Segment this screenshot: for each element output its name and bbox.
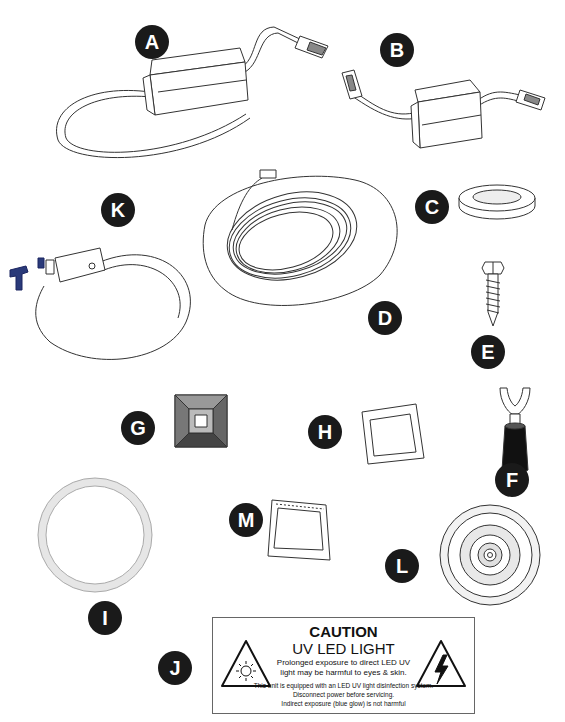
label-text: This unit is equipped with an LED UV lig… xyxy=(217,681,470,690)
callout-letter: M xyxy=(238,510,255,530)
washer xyxy=(459,185,535,219)
callout-letter: C xyxy=(425,197,439,217)
uv-warning-icon xyxy=(222,641,270,686)
label-text: CAUTION xyxy=(217,623,470,640)
led-strip-coil xyxy=(203,170,397,305)
callout-circle: F xyxy=(495,463,529,497)
callout-letter: D xyxy=(378,308,392,328)
callout-letter: I xyxy=(102,608,108,628)
callout-letter: L xyxy=(396,556,408,576)
label-text: Indirect exposure (blue glow) is not har… xyxy=(217,699,470,708)
packet-h xyxy=(362,404,424,464)
callout-letter: H xyxy=(318,422,332,442)
callout-circle: C xyxy=(415,190,449,224)
lead-k xyxy=(10,248,190,359)
callout-circle: H xyxy=(308,415,342,449)
callout-circle: G xyxy=(121,411,155,445)
callout-circle: A xyxy=(135,25,169,59)
caution-label: CAUTIONUV LED LIGHTProlonged exposure to… xyxy=(212,617,475,714)
callout-circle: I xyxy=(88,601,122,635)
driver-a xyxy=(57,27,328,158)
callout-circle: K xyxy=(101,193,135,227)
ring xyxy=(38,478,152,592)
label-text: UV LED LIGHT xyxy=(217,640,470,657)
callout-letter: F xyxy=(506,470,518,490)
spade-terminal xyxy=(500,388,530,474)
callout-letter: E xyxy=(481,342,494,362)
driver-b xyxy=(342,70,545,148)
label-text: Disconnect power before servicing. xyxy=(217,690,470,699)
callout-letter: K xyxy=(111,200,125,220)
callout-circle: J xyxy=(158,651,192,685)
callout-circle: B xyxy=(380,33,414,67)
label-text: Prolonged exposure to direct LED UV ligh… xyxy=(274,658,414,678)
callout-circle: M xyxy=(229,503,263,537)
callout-letter: A xyxy=(145,32,159,52)
callout-letter: G xyxy=(130,418,146,438)
packet-m xyxy=(268,500,330,560)
callout-letter: B xyxy=(390,40,404,60)
callout-circle: L xyxy=(385,549,419,583)
pyramid-foot xyxy=(175,395,227,447)
electric-warning-icon xyxy=(417,641,465,686)
trim-disc xyxy=(440,505,540,605)
callout-letter: J xyxy=(169,658,180,678)
callout-circle: E xyxy=(471,335,505,369)
screw xyxy=(482,262,504,326)
callout-circle: D xyxy=(368,301,402,335)
